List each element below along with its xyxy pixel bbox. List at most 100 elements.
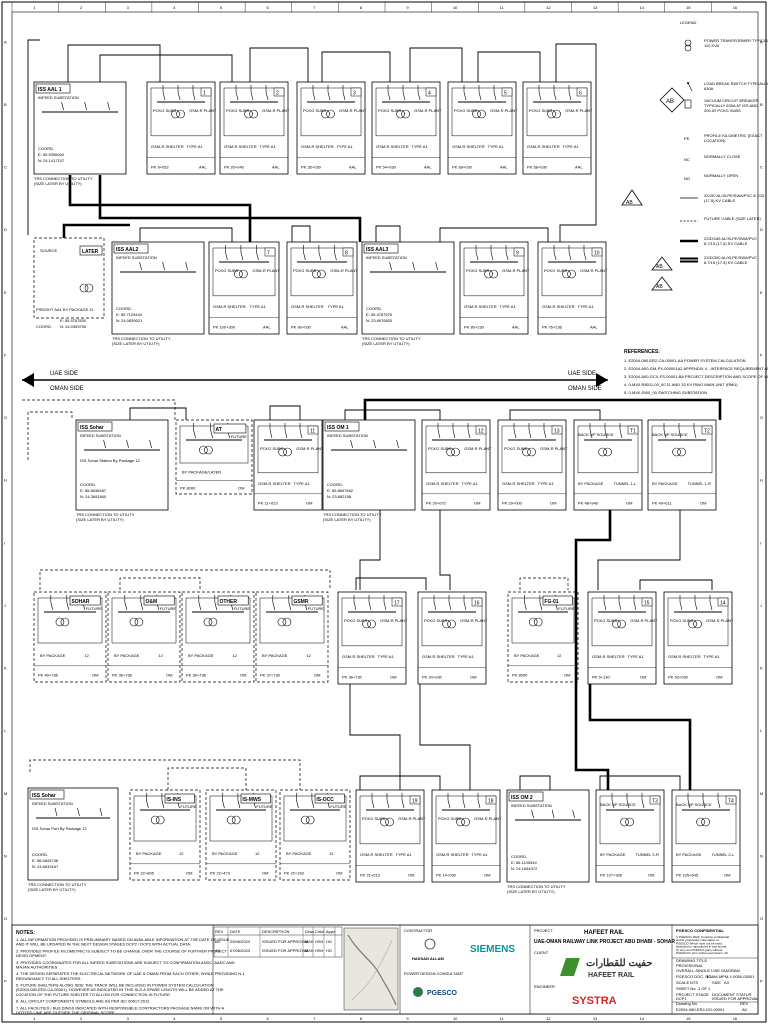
station-type: TYPE A1 — [537, 481, 554, 486]
future-label: FUTURE — [231, 434, 248, 439]
station-region: OM — [336, 871, 342, 876]
future-label: FUTURE — [234, 606, 251, 611]
by-package-label: BY PACKAGE — [286, 851, 312, 856]
grid-row-label: D — [760, 227, 763, 232]
grid-column-label: 15 — [686, 5, 691, 10]
station-region: AAL — [500, 164, 508, 169]
grid-row-label: O — [4, 916, 7, 921]
by-package-label: BY PACKAGE — [578, 481, 604, 486]
legend-item-text: NORMALLY OPEN — [704, 173, 738, 178]
station-region: AAL — [199, 164, 207, 169]
station-pk: PK 36+730 — [342, 674, 363, 679]
revision-cell: ISSUED FOR APPROVAL — [262, 948, 309, 953]
hafeet-latin: HAFEET RAIL — [588, 972, 635, 979]
references: REFERENCES: 1. E2004-080-ER2-CA-00001-AA… — [624, 349, 768, 395]
station-type: TYPE A1 — [487, 144, 504, 149]
nc-icon: NC — [684, 157, 690, 162]
iss-title: ISS OM 2 — [511, 795, 533, 801]
station-pk: PK 100+300 — [213, 324, 236, 329]
station-pk: PK 90+030 — [291, 324, 312, 329]
iss-title: ISS Sohar — [32, 793, 56, 799]
grid-row-label: P — [4, 979, 7, 984]
grid-column-label: 11 — [500, 1016, 505, 1021]
station-type: TUNNEL 1-L — [613, 481, 637, 486]
station-region: OM — [648, 872, 654, 877]
station-number: 15 — [644, 601, 650, 607]
drawing-no-label: Drawing No. — [676, 1001, 698, 1006]
grid-column-label: 3 — [127, 1016, 130, 1021]
gsmr-plant-label: GSM-R PLANT — [252, 268, 280, 273]
hassan-allam-logo — [424, 938, 436, 950]
vacuum-circuit-breaker-icon — [684, 99, 692, 109]
coord-label: COORD. — [327, 482, 343, 487]
pckg-subs-label: PCKG SUBS — [438, 816, 462, 821]
pckg-subs-label: PCKG SUBS — [428, 446, 452, 451]
grid-row-label: J — [760, 603, 762, 608]
by-package-label: BY PACKAGE — [652, 481, 678, 486]
station-type: TUNNEL 2-R — [635, 852, 659, 857]
grid-column-label: 10 — [453, 5, 458, 10]
revision-cell: 07/06/2023 — [230, 948, 251, 953]
station-pk: PK 29+000 — [502, 501, 523, 506]
by-package-label: BY PACKAGE — [188, 653, 214, 658]
package-title: IS-OCC — [316, 797, 334, 803]
scale: NTS — [690, 980, 698, 985]
systra-name: SYSTRA — [572, 995, 617, 1007]
station-number: 16 — [474, 601, 480, 607]
gsmr-plant-label: GSM-R PLANT — [398, 816, 426, 821]
references-title: REFERENCES: — [624, 349, 660, 355]
station-region: OM — [238, 486, 244, 491]
legend-title: LEGEND — [680, 20, 697, 25]
station-number: T4 — [728, 799, 734, 805]
back-up-source-label: BACK UP SOURCE — [578, 432, 614, 437]
pckg-subs-label: PCKG SUBS — [544, 268, 568, 273]
station-pk: PK 20+072 — [426, 501, 447, 506]
pckg-subs-label: PCKG SUBS — [529, 108, 553, 113]
station-region: OM — [92, 673, 98, 678]
coord-label: COORD. — [32, 852, 48, 857]
package-number: 12 — [255, 851, 260, 856]
